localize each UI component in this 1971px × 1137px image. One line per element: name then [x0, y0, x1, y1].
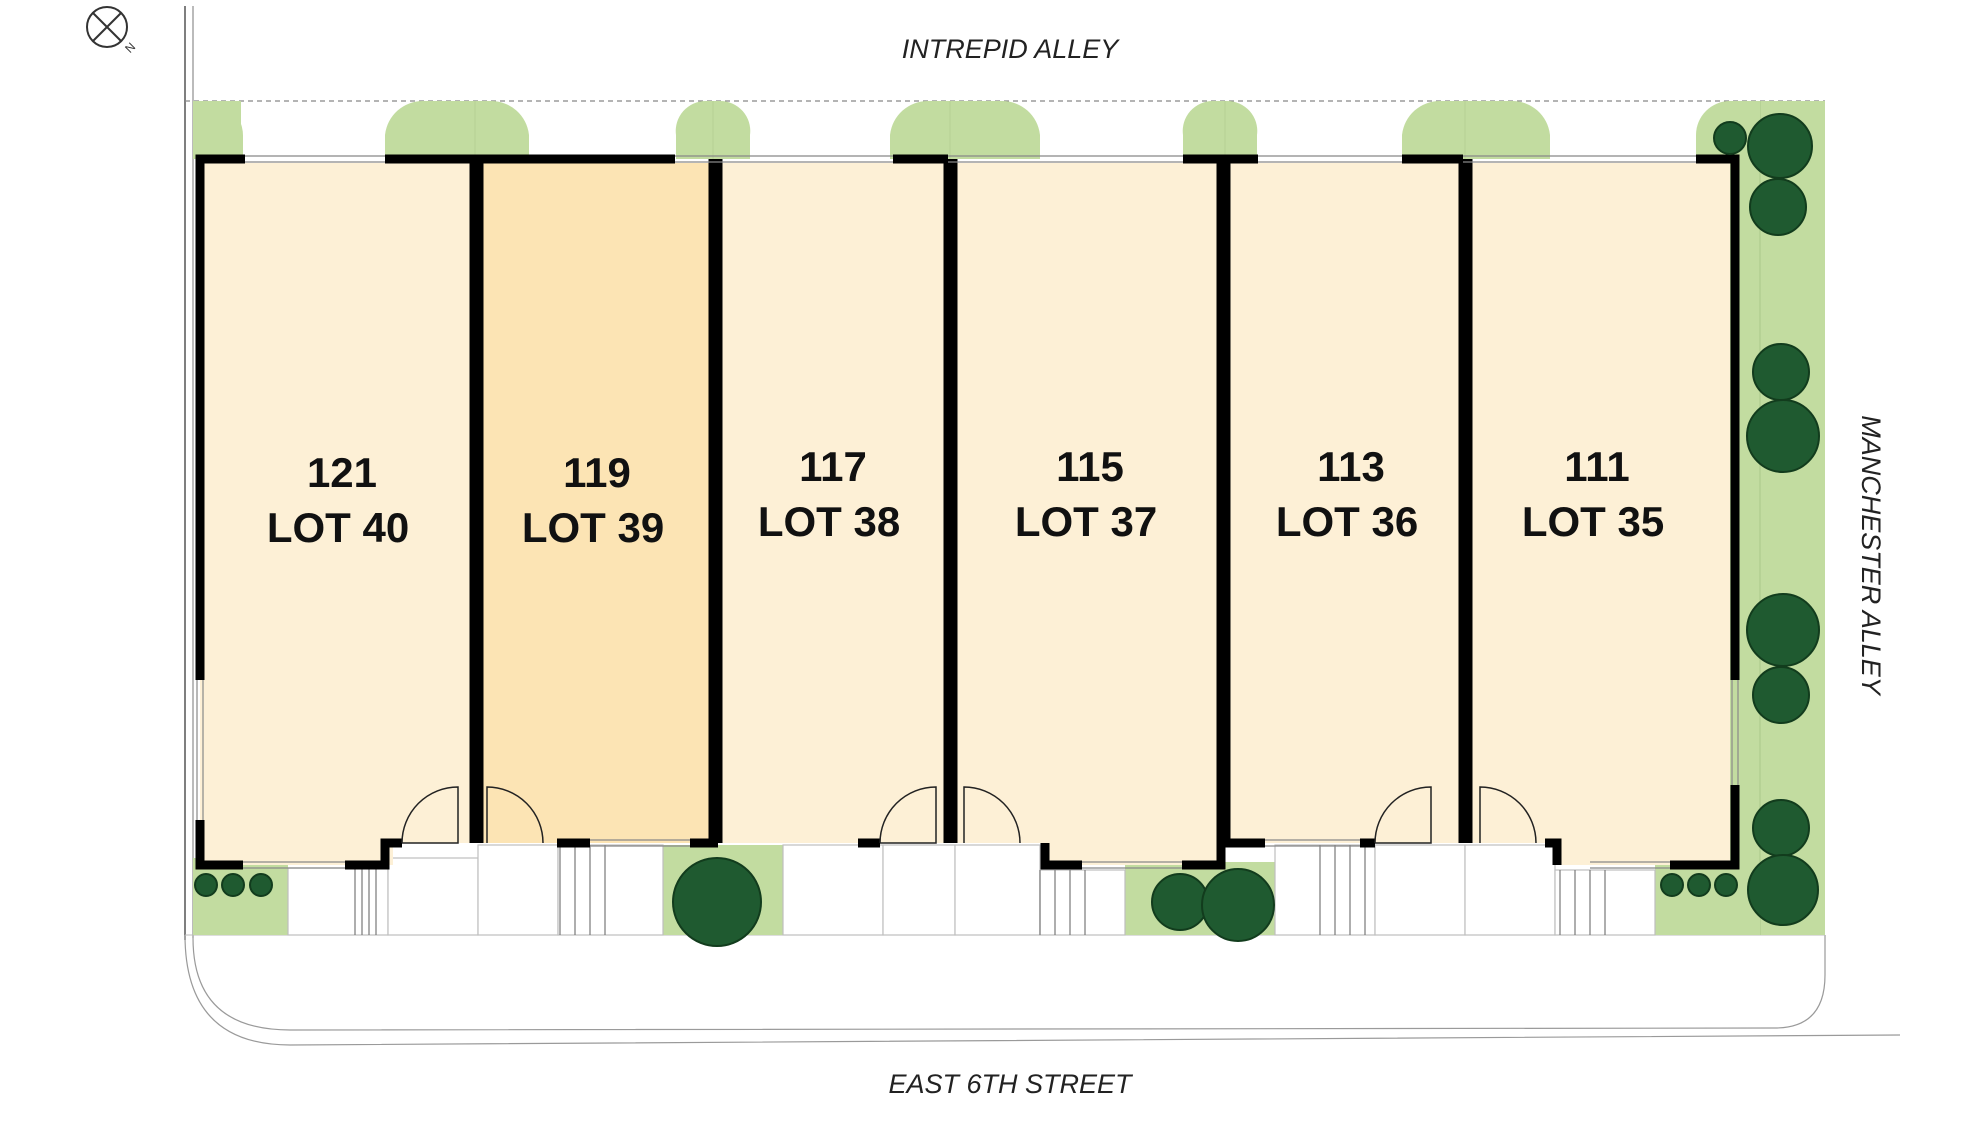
lot-117-parcel[interactable] — [718, 163, 948, 843]
lot-113-lot-number: LOT 36 — [1276, 498, 1418, 545]
lot-119-address: 119 — [563, 449, 631, 496]
tree-icon — [1747, 113, 1813, 179]
lot-117[interactable]: 117 LOT 38 — [718, 163, 948, 843]
lot-115-lot-number: LOT 37 — [1015, 498, 1157, 545]
north-arrow-icon: N — [86, 6, 138, 56]
tree-icon — [1752, 799, 1810, 857]
tree-icon — [1747, 854, 1819, 926]
shrub-icon — [249, 873, 273, 897]
north-arrow-letter: N — [122, 40, 138, 56]
tree-icon — [1752, 666, 1810, 724]
lot-119-lot-number: LOT 39 — [522, 504, 664, 551]
tree-icon — [1752, 343, 1810, 401]
lot-111-address: 111 — [1564, 443, 1629, 490]
trees — [194, 113, 1820, 947]
shrub-icon — [1687, 873, 1711, 897]
shrub-icon — [221, 873, 245, 897]
tree-icon — [1151, 873, 1209, 931]
tree-icon — [1201, 868, 1275, 942]
tree-icon — [1746, 399, 1820, 473]
lot-113-address: 113 — [1317, 443, 1385, 490]
lot-119[interactable]: 119 LOT 39 — [479, 163, 713, 843]
lot-111-lot-number: LOT 35 — [1522, 498, 1664, 545]
shrub-icon — [194, 873, 218, 897]
street-label-top: INTREPID ALLEY — [902, 34, 1121, 64]
door-swings — [401, 786, 1537, 844]
lot-113-parcel[interactable] — [1230, 163, 1463, 843]
lot-115[interactable]: 115 LOT 37 — [953, 163, 1221, 865]
lot-115-address: 115 — [1056, 443, 1124, 490]
lot-111[interactable]: 111 LOT 35 — [1468, 163, 1730, 865]
shrub-icon — [1714, 873, 1738, 897]
lot-121-parcel[interactable] — [200, 163, 474, 865]
right-landscape-strip — [1730, 101, 1825, 935]
lot-121-lot-number: LOT 40 — [267, 504, 409, 551]
tree-icon — [1746, 593, 1820, 667]
shrub-icon — [1660, 873, 1684, 897]
tree-icon — [1713, 121, 1747, 155]
front-yard — [193, 844, 1760, 936]
street-label-right: MANCHESTER ALLEY — [1856, 415, 1886, 697]
lot-119-parcel[interactable] — [479, 163, 713, 843]
street-label-bottom: EAST 6TH STREET — [888, 1069, 1134, 1099]
lot-117-lot-number: LOT 38 — [758, 498, 900, 545]
building-walls — [195, 154, 1740, 870]
lot-113[interactable]: 113 LOT 36 — [1230, 163, 1463, 843]
lot-111-parcel[interactable] — [1468, 163, 1730, 865]
top-landscape — [193, 100, 1760, 159]
tree-icon — [672, 857, 762, 947]
lot-121[interactable]: 121 LOT 40 — [200, 163, 474, 865]
windows — [196, 155, 1739, 869]
lot-121-address: 121 — [307, 449, 377, 496]
tree-icon — [1749, 178, 1807, 236]
lot-115-parcel[interactable] — [953, 163, 1221, 865]
lot-117-address: 117 — [799, 443, 867, 490]
